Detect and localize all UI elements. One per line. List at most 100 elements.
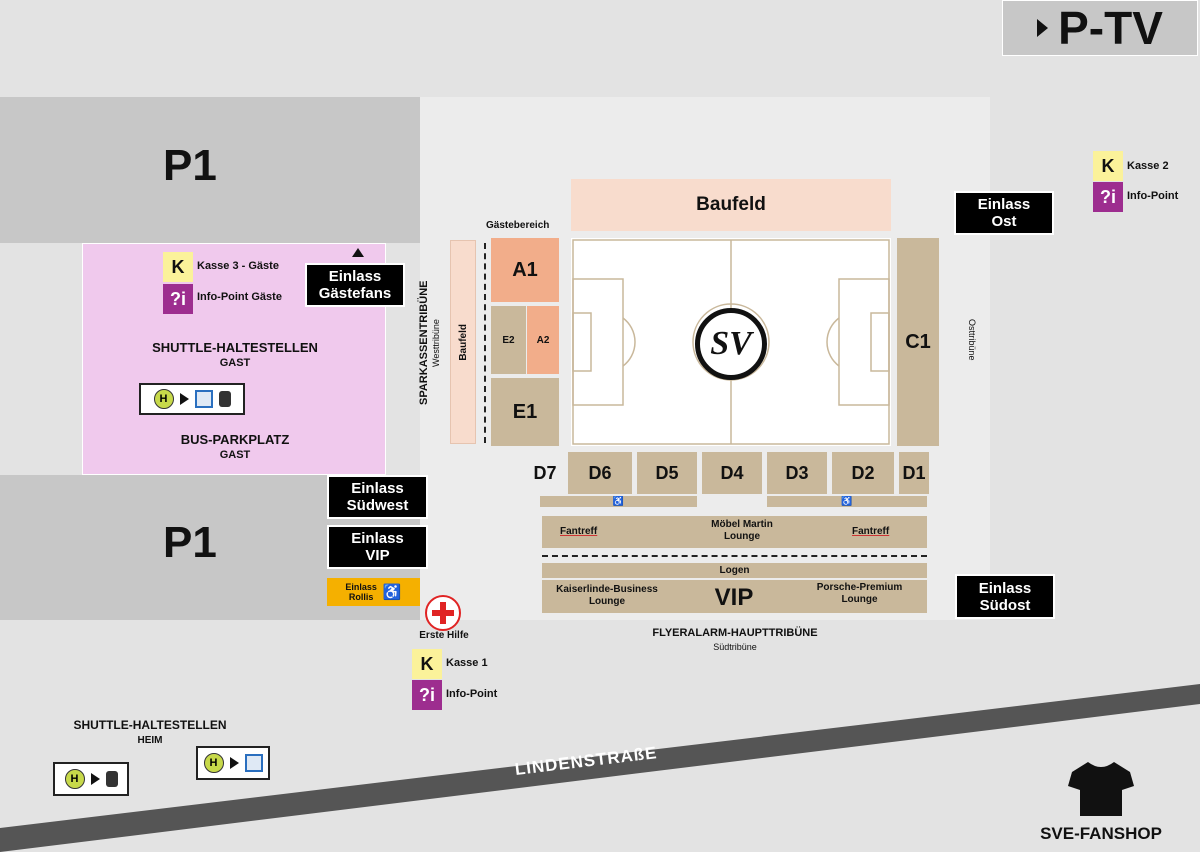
gate-vip: Einlass VIP — [327, 525, 428, 569]
kasse-icon: K — [1093, 151, 1123, 181]
wheelchair-icon: ♿ — [382, 584, 402, 601]
first-aid-icon — [425, 595, 461, 631]
construction-west-label: Baufeld — [457, 323, 469, 361]
construction-north: Baufeld — [571, 179, 891, 231]
bus-icon — [194, 390, 213, 408]
info-point-east-label: Info-Point — [1127, 190, 1179, 202]
gate-rollis-line2: Rollis — [348, 592, 374, 602]
gate-rollis: Einlass Rollis ♿ — [327, 578, 420, 606]
p-tv-area: P-TV — [1002, 0, 1198, 56]
gate-ost-line2: Ost — [991, 213, 1017, 230]
block-e1: E1 — [491, 378, 559, 446]
wheelchair-icon: ♿ — [841, 496, 853, 506]
vip-separator — [542, 555, 927, 557]
home-shuttle-sign-bus: H — [196, 746, 270, 780]
fantreff-west: Fantreff — [560, 526, 598, 537]
gate-suedwest-line1: Einlass — [351, 480, 404, 497]
bus-parking-sub: GAST — [219, 449, 251, 461]
kasse-3-label: Kasse 3 - Gäste — [197, 260, 279, 272]
gate-suedost-line1: Einlass — [978, 579, 1032, 597]
guest-shuttle-title: SHUTTLE-HALTESTELLEN — [152, 340, 318, 355]
club-logo-text: SV — [710, 325, 752, 362]
vip-label: VIP — [714, 584, 754, 611]
west-stand-sub: Westtribüne — [431, 319, 441, 367]
block-d5: D5 — [637, 452, 697, 494]
gate-ost: Einlass Ost — [954, 191, 1054, 235]
block-d2: D2 — [832, 452, 894, 494]
lindenstrasse-road — [0, 684, 1200, 852]
block-a1: A1 — [491, 238, 559, 302]
lounge-row: Fantreff Möbel Martin Lounge Fantreff — [542, 516, 927, 548]
block-d6: D6 — [568, 452, 632, 494]
west-stand-label: SPARKASSENTRIBÜNE Westtribüne — [418, 270, 441, 416]
kasse-icon: K — [412, 649, 442, 679]
block-d7: D7 — [533, 462, 557, 483]
south-stand-name: FLYERALARM-HAUPTTRIBÜNE — [652, 627, 818, 639]
block-d3: D3 — [767, 452, 827, 494]
gate-suedost-line2: Südost — [979, 596, 1031, 614]
block-e2: E2 — [491, 306, 526, 374]
block-c1: C1 — [897, 238, 939, 446]
logen-row: Logen — [542, 563, 927, 578]
kaiserlinde-lounge: Kaiserlinde-Business Lounge — [556, 584, 658, 607]
kasse-icon: K — [163, 252, 193, 282]
west-separator — [484, 243, 486, 443]
p-tv-label: P-TV — [1058, 2, 1163, 54]
home-shuttle-sub: HEIM — [137, 735, 163, 746]
tram-icon — [218, 391, 231, 407]
first-aid-label: Erste Hilfe — [419, 630, 469, 641]
arrow-icon — [90, 773, 100, 785]
parking-p1-south-label: P1 — [163, 518, 217, 567]
wheelchair-icon: ♿ — [612, 496, 625, 506]
porsche-lounge: Porsche-Premium Lounge — [816, 582, 903, 605]
gate-gaestefans-line2: Gästefans — [318, 285, 392, 302]
home-shuttle-title: SHUTTLE-HALTESTELLEN — [73, 718, 227, 732]
gate-vip-line1: Einlass — [351, 530, 404, 547]
gate-ost-line1: Einlass — [977, 196, 1031, 213]
home-shuttle-sign-tram: H — [53, 762, 129, 796]
club-logo: SV — [695, 308, 767, 380]
bus-icon — [244, 754, 263, 772]
kasse-2-label: Kasse 2 — [1127, 160, 1169, 172]
kasse-1-label: Kasse 1 — [446, 657, 488, 669]
entrance-arrow-icon — [352, 248, 364, 257]
guest-shuttle-sub: GAST — [219, 357, 251, 369]
gate-suedwest-line2: Südwest — [346, 497, 409, 514]
block-d4: D4 — [702, 452, 762, 494]
tshirt-icon — [1068, 762, 1134, 816]
info-icon: ?i — [163, 284, 193, 314]
gate-rollis-line1: Einlass — [345, 582, 377, 592]
moebel-martin-lounge: Möbel Martin Lounge — [711, 519, 773, 542]
play-icon — [1037, 19, 1049, 37]
tram-icon — [105, 771, 118, 787]
guest-section-label: Gästebereich — [486, 220, 550, 231]
arrow-icon — [229, 757, 239, 769]
west-stand-name: SPARKASSENTRIBÜNE — [418, 280, 430, 406]
gate-gaestefans: Einlass Gästefans — [305, 263, 405, 307]
construction-west: Baufeld — [450, 240, 476, 444]
gate-suedost: Einlass Südost — [955, 574, 1055, 619]
info-point-south-label: Info-Point — [446, 688, 498, 700]
fanshop-label: SVE-FANSHOP — [1040, 824, 1162, 843]
info-point-guest-label: Info-Point Gäste — [197, 291, 282, 303]
bus-stop-icon: H — [203, 753, 224, 773]
gate-gaestefans-line1: Einlass — [328, 268, 382, 285]
gate-vip-line2: VIP — [365, 547, 390, 564]
east-stand-label: Osttribüne — [962, 300, 982, 380]
bus-stop-icon: H — [153, 389, 174, 409]
pitch: SV — [571, 238, 891, 446]
wheelchair-platform-east: ♿ — [767, 496, 927, 507]
fantreff-east: Fantreff — [852, 526, 890, 537]
info-icon: ?i — [1093, 182, 1123, 212]
parking-p1-north: P1 — [0, 97, 420, 243]
wheelchair-platform-west: ♿ — [540, 496, 697, 507]
south-stand-sub: Südtribüne — [713, 642, 757, 652]
block-d1: D1 — [899, 452, 929, 494]
east-stand-label-text: Osttribüne — [967, 319, 977, 361]
gate-suedwest: Einlass Südwest — [327, 475, 428, 519]
info-icon: ?i — [412, 680, 442, 710]
vip-row: Kaiserlinde-Business Lounge VIP Porsche-… — [542, 580, 927, 613]
block-a2: A2 — [527, 306, 559, 374]
bus-stop-icon: H — [64, 769, 85, 789]
